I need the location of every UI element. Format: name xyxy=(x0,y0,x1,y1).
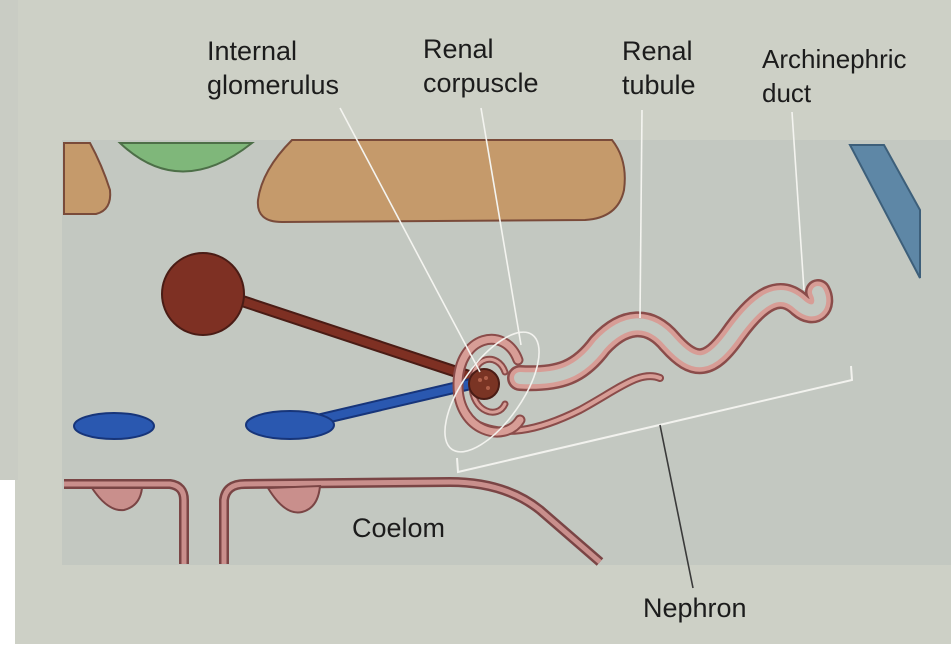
label-renal-tubule-line1: Renal xyxy=(622,34,696,68)
label-renal-tubule-line2: tubule xyxy=(622,68,696,102)
label-renal-corpuscle-line1: Renal xyxy=(423,32,539,66)
upper-tissue-block xyxy=(258,140,625,222)
label-internal-glomerulus-line1: Internal xyxy=(207,34,339,68)
left-vein-ellipse xyxy=(74,413,154,439)
page-background-left xyxy=(0,0,18,480)
label-archinephric-duct-line2: duct xyxy=(762,76,907,110)
glomerulus xyxy=(469,369,499,399)
label-coelom: Coelom xyxy=(352,511,445,545)
label-archinephric-duct: Archinephric duct xyxy=(762,42,907,110)
glomerulus-dot-2 xyxy=(486,386,490,390)
label-internal-glomerulus-line2: glomerulus xyxy=(207,68,339,102)
glomerulus-dot-3 xyxy=(484,376,488,380)
label-nephron: Nephron xyxy=(643,591,747,625)
label-archinephric-duct-line1: Archinephric xyxy=(762,42,907,76)
label-internal-glomerulus: Internal glomerulus xyxy=(207,34,339,102)
label-renal-tubule: Renal tubule xyxy=(622,34,696,102)
label-renal-corpuscle-line2: corpuscle xyxy=(423,66,539,100)
label-renal-corpuscle: Renal corpuscle xyxy=(423,32,539,100)
aorta-circle xyxy=(162,253,244,335)
vein-ellipse xyxy=(246,411,334,439)
glomerulus-dot-1 xyxy=(478,378,482,382)
